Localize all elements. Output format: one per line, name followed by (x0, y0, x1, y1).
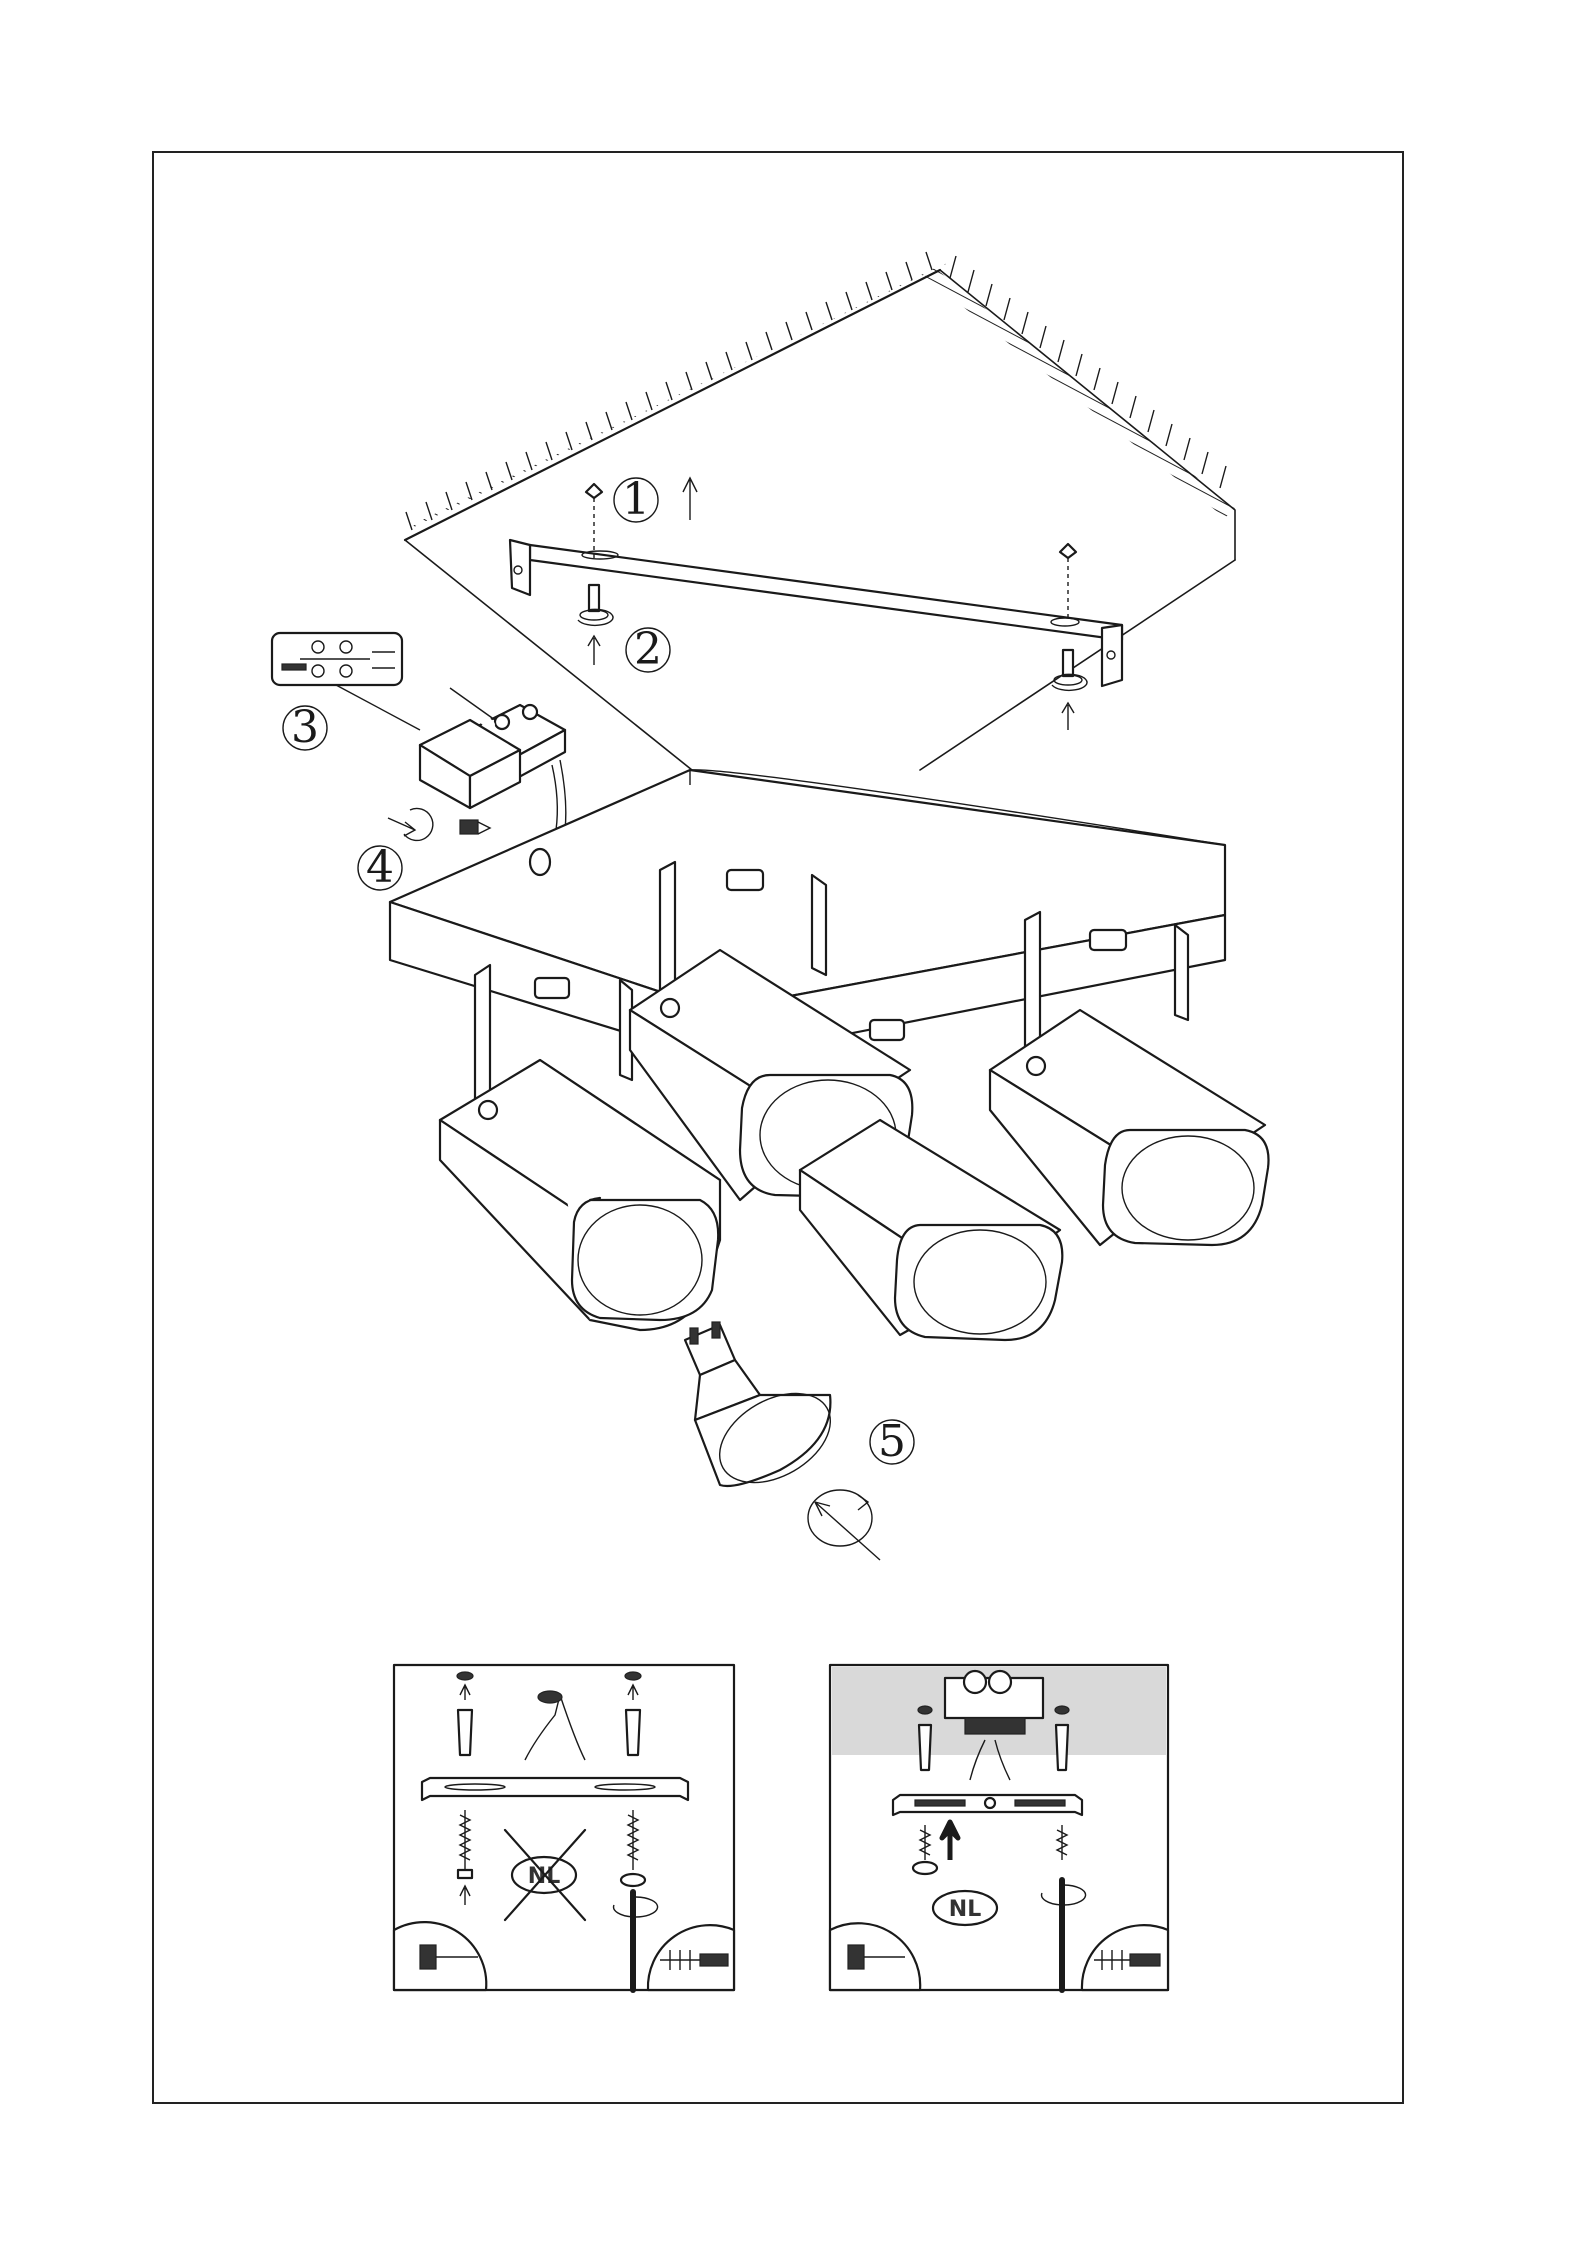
ceiling-screw-right (1052, 544, 1087, 730)
step-5-label: 5 (870, 1416, 914, 1467)
twist-arrow-icon (808, 1490, 880, 1560)
step-4-label: 4 (358, 842, 402, 893)
svg-text:NL: NL (949, 1897, 981, 1922)
ceiling (405, 252, 1235, 770)
up-arrow-icon (683, 478, 697, 520)
step-1-label: 1 (614, 474, 658, 525)
inset-left: NL (394, 1665, 734, 1990)
gu10-bulb (685, 1322, 846, 1501)
svg-text:3: 3 (291, 702, 319, 753)
svg-text:1: 1 (622, 474, 650, 525)
svg-text:5: 5 (878, 1416, 906, 1467)
ceiling-screw-left (578, 484, 613, 665)
inset-right: NL (830, 1665, 1168, 1990)
svg-text:4: 4 (366, 842, 394, 893)
step-3-label: 3 (283, 702, 327, 753)
nl-badge: NL (933, 1891, 997, 1925)
fixing-screw (460, 820, 490, 834)
svg-text:2: 2 (634, 624, 662, 675)
mounting-bracket (510, 540, 1122, 686)
rotate-arrow-icon (388, 808, 433, 840)
step-2-label: 2 (626, 624, 670, 675)
